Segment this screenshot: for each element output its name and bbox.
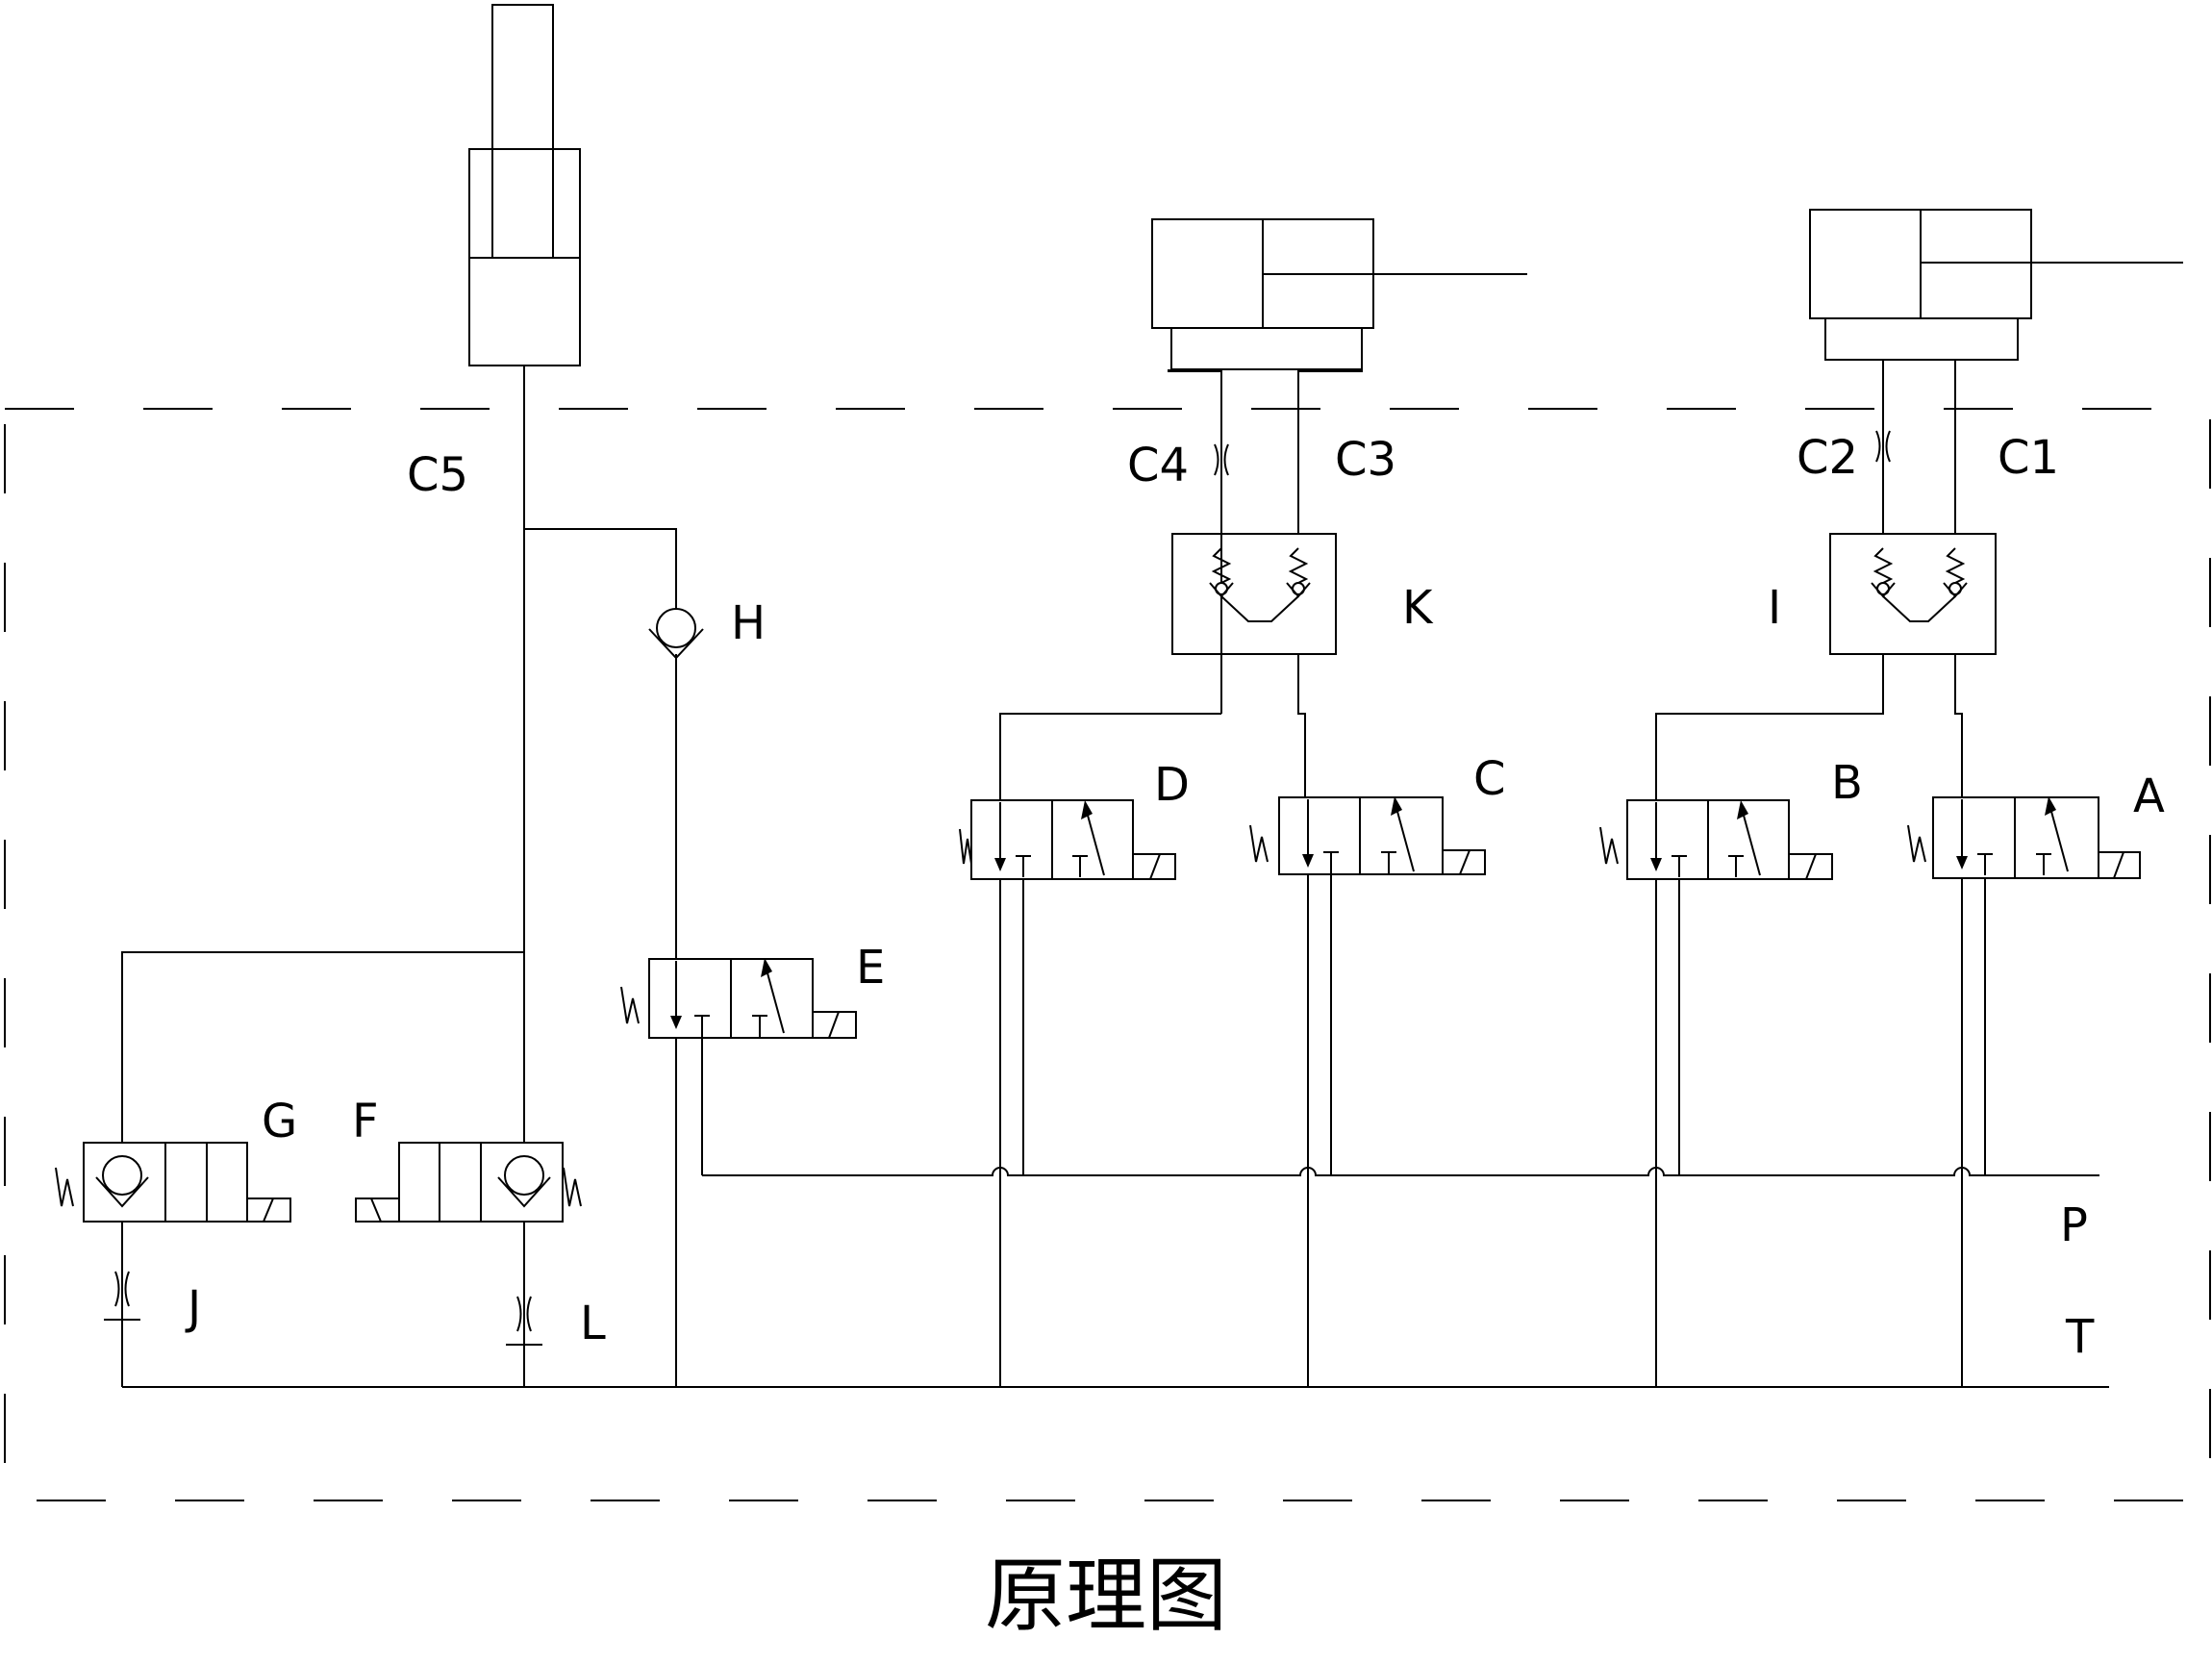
diagram-title: 原理图 bbox=[985, 1549, 1227, 1643]
check-valve-h bbox=[648, 608, 704, 660]
label-c4: C4 bbox=[1127, 439, 1189, 492]
label-f: F bbox=[352, 1095, 379, 1148]
label-k: K bbox=[1402, 581, 1434, 635]
valve-d bbox=[959, 799, 1176, 880]
label-c2: C2 bbox=[1797, 431, 1858, 485]
label-h: H bbox=[731, 596, 766, 650]
valve-b bbox=[1599, 799, 1833, 880]
label-d: D bbox=[1154, 758, 1190, 812]
label-c1: C1 bbox=[1998, 431, 2059, 485]
horizontal-cylinder-right bbox=[1809, 209, 2183, 361]
label-g: G bbox=[262, 1095, 297, 1148]
label-a: A bbox=[2133, 769, 2165, 823]
orifice-c2 bbox=[1875, 430, 1891, 463]
label-c3: C3 bbox=[1335, 433, 1396, 487]
valve-g bbox=[55, 1142, 291, 1223]
valve-f bbox=[355, 1142, 582, 1223]
label-t: T bbox=[2065, 1310, 2095, 1364]
horizontal-cylinder-left bbox=[1151, 218, 1527, 370]
valve-a bbox=[1907, 796, 2141, 879]
orifice-l bbox=[506, 1296, 542, 1346]
valve-e bbox=[620, 958, 857, 1039]
label-j: J bbox=[185, 1281, 201, 1335]
label-p: P bbox=[2060, 1198, 2088, 1252]
vertical-cylinder bbox=[468, 4, 581, 366]
label-c: C bbox=[1473, 752, 1506, 806]
label-e: E bbox=[856, 941, 885, 995]
label-l: L bbox=[580, 1297, 606, 1350]
pilot-check-valve-k bbox=[1171, 533, 1337, 655]
orifice-j bbox=[104, 1271, 140, 1321]
label-i: I bbox=[1768, 581, 1781, 635]
orifice-c4 bbox=[1214, 443, 1229, 476]
valve-c bbox=[1249, 796, 1486, 875]
pilot-check-valve-i bbox=[1829, 533, 1997, 655]
label-c5: C5 bbox=[407, 448, 468, 502]
label-b: B bbox=[1831, 756, 1863, 810]
